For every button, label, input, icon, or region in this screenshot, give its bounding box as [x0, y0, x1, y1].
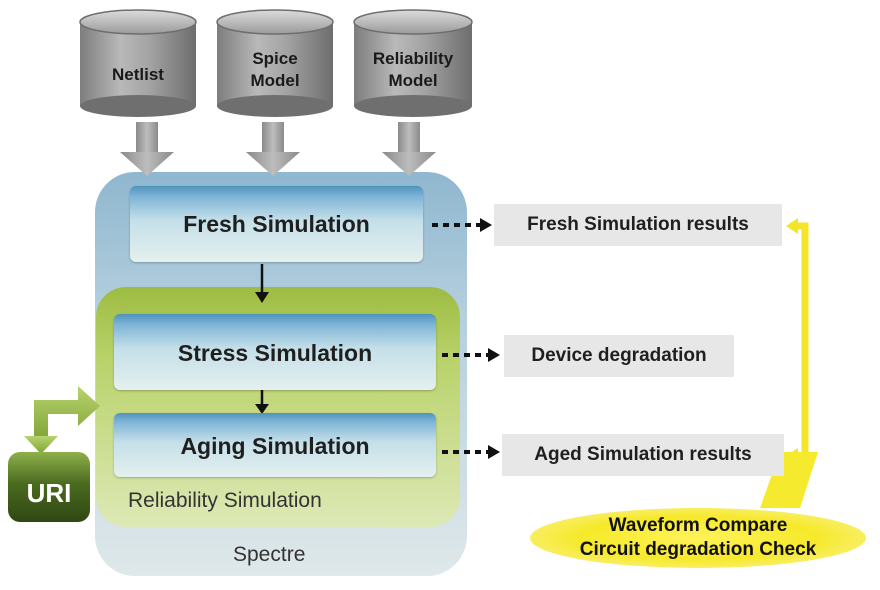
- spice-model-label-wrap: Spice Model: [217, 48, 333, 98]
- uri-feedback-arrow: [24, 386, 100, 454]
- device-degradation-box: Device degradation: [504, 335, 734, 377]
- reliability-model-label-wrap: Reliability Model: [354, 48, 472, 98]
- netlist-label-wrap: Netlist: [80, 60, 196, 100]
- input-arrow-netlist: [120, 122, 174, 176]
- aged-results-label: Aged Simulation results: [534, 444, 752, 465]
- aged-results-box: Aged Simulation results: [502, 434, 784, 476]
- spectre-label: Spectre: [233, 543, 306, 566]
- input-arrow-spice: [246, 122, 300, 176]
- netlist-cylinder: [79, 9, 197, 117]
- uri-block: [8, 452, 90, 522]
- arrow-fresh-to-stress: [255, 264, 269, 303]
- aging-simulation-label: Aging Simulation: [180, 433, 370, 459]
- spice-model-cylinder: [216, 9, 334, 117]
- input-arrow-reliability: [382, 122, 436, 176]
- device-degradation-label: Device degradation: [531, 345, 707, 366]
- fresh-results-label: Fresh Simulation results: [527, 214, 749, 235]
- dotted-arrow-aged: [442, 445, 500, 459]
- stress-simulation-box: Stress Simulation: [114, 314, 436, 390]
- compare-line-1: Waveform Compare: [608, 515, 788, 536]
- fresh-simulation-label: Fresh Simulation: [183, 211, 370, 237]
- reliability-simulation-label: Reliability Simulation: [128, 489, 322, 512]
- reliability-model-cylinder: [353, 9, 473, 117]
- compare-bracket: [760, 218, 818, 508]
- dotted-arrow-device: [442, 348, 500, 362]
- reliability-model-label: Reliability Model: [372, 49, 454, 90]
- compare-text: Waveform Compare Circuit degradation Che…: [530, 514, 866, 562]
- dotted-arrow-fresh: [432, 218, 492, 232]
- spice-model-label: Spice Model: [250, 49, 300, 90]
- fresh-results-box: Fresh Simulation results: [494, 204, 782, 246]
- aging-simulation-box: Aging Simulation: [114, 413, 436, 477]
- compare-line-2: Circuit degradation Check: [579, 539, 817, 560]
- uri-label: URI: [26, 478, 72, 508]
- compare-callout: [530, 508, 866, 568]
- fresh-simulation-box: Fresh Simulation: [130, 186, 423, 262]
- netlist-label: Netlist: [112, 65, 164, 84]
- stress-simulation-label: Stress Simulation: [177, 340, 373, 366]
- arrow-stress-to-aging: [255, 390, 269, 414]
